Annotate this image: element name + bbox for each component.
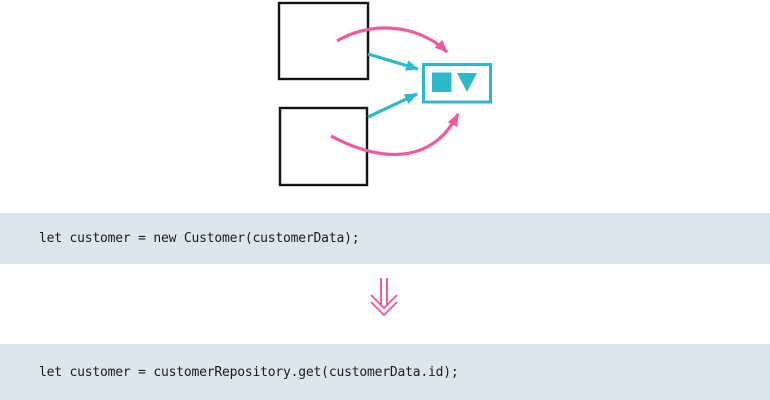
reference-box-outline	[422, 63, 492, 104]
transform-arrow-icon	[370, 278, 398, 317]
client-box-top	[277, 1, 370, 81]
reference-box	[422, 63, 492, 104]
pink-curved-arrow-top	[336, 26, 449, 54]
code-line-before: let customer = new Customer(customerData…	[39, 231, 360, 246]
cyan-arrow-bottom	[367, 92, 418, 119]
client-box-bottom	[278, 106, 369, 187]
code-band-before: let customer = new Customer(customerData…	[0, 213, 770, 264]
code-line-after: let customer = customerRepository.get(cu…	[39, 364, 459, 380]
cyan-arrow-top	[367, 52, 420, 71]
transform-arrow-chevron-upper	[370, 294, 398, 310]
transform-arrow-chevron-lower	[370, 301, 398, 317]
code-band-after: let customer = customerRepository.get(cu…	[0, 344, 770, 400]
pink-curved-arrow-bottom	[330, 113, 460, 157]
filled-square-icon	[432, 72, 452, 92]
filled-down-triangle-icon	[457, 73, 477, 92]
